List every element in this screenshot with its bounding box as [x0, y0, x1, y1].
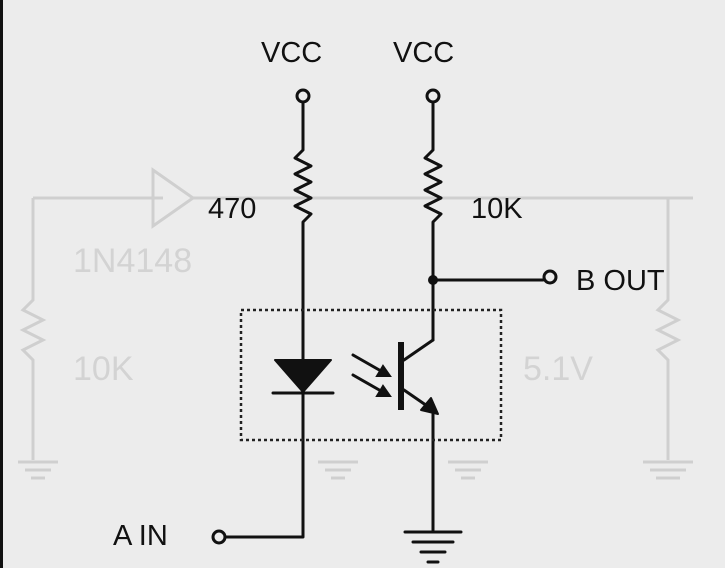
- input-label: A IN: [113, 520, 168, 552]
- input-terminal: [211, 529, 227, 545]
- ground-icon: [403, 530, 463, 564]
- resistor-10k-label: 10K: [471, 193, 523, 225]
- optocoupler-schematic: 1N4148 10K 5.1V VCC VCC 470 10K B OUT A …: [18, 37, 693, 564]
- vcc-terminal-right: [425, 88, 441, 104]
- output-label: B OUT: [576, 265, 665, 297]
- ghost-resistor-label: 10K: [73, 350, 134, 388]
- resistor-470-label: 470: [208, 193, 256, 225]
- vcc-label-right: VCC: [393, 37, 454, 69]
- resistor-10k-symbol: [423, 100, 443, 342]
- background-showthrough: 1N4148 10K 5.1V: [18, 167, 693, 480]
- phototransistor-icon: [398, 338, 439, 415]
- optocoupler-package-outline: [239, 308, 503, 442]
- vcc-label-left: VCC: [261, 37, 322, 69]
- led-icon: [274, 359, 332, 393]
- input-wire: [223, 391, 305, 539]
- ghost-zener-label: 5.1V: [523, 350, 593, 388]
- resistor-470-symbol: [293, 100, 313, 362]
- light-emission-arrows-icon: [351, 353, 392, 397]
- ghost-diode-label: 1N4148: [73, 242, 192, 280]
- vcc-terminal-left: [295, 88, 311, 104]
- output-terminal: [542, 269, 558, 285]
